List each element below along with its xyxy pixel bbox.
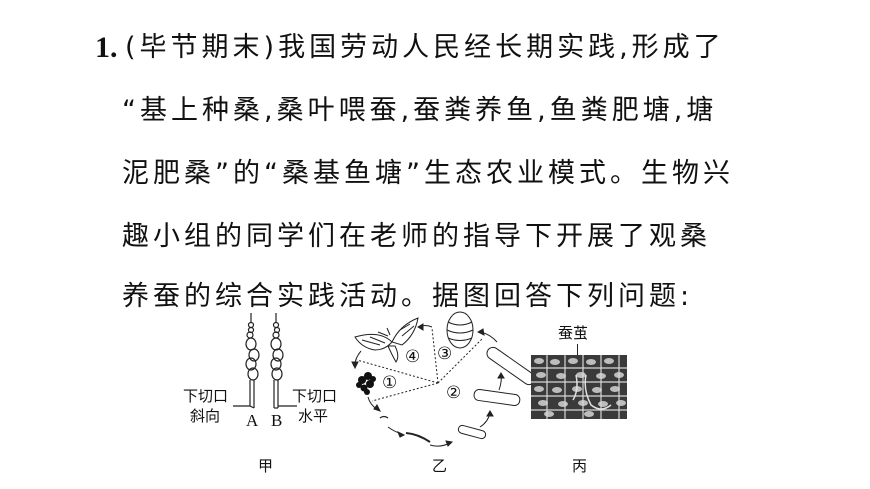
figure-jia-caption: 甲 [258, 457, 274, 475]
question-line-3: 泥肥桑”的“桑基鱼塘”生态农业模式。生物兴 [122, 158, 734, 189]
figure-bing: 蚕茧 丙 [520, 315, 640, 485]
label-cocoon: 蚕茧 [558, 324, 589, 342]
label-cut-horizontal-line1: 下切口 [292, 387, 338, 405]
figure-yi-caption: 乙 [432, 457, 448, 475]
label-cut-horizontal-line2: 水平 [298, 407, 329, 425]
label-cut-slanted-line2: 斜向 [190, 407, 221, 425]
label-pointer-line [577, 344, 578, 355]
label-cut-slanted-line1: 下切口 [183, 387, 229, 405]
question-line-4: 趣小组的同学们在老师的指导下开展了观桑 [122, 221, 711, 252]
mulberry-cuttings-illustration [233, 313, 297, 409]
figure-yi: ① ② ③ ④ 乙 [340, 310, 540, 485]
stage-2-marker: ② [446, 383, 462, 403]
cocoon-grid-photo [531, 355, 627, 419]
stage-3-marker: ③ [437, 344, 453, 364]
question-line-5: 养蚕的综合实践活动。据图回答下列问题: [122, 281, 694, 312]
label-cutting-a: A [246, 411, 259, 430]
silkworm-life-cycle-illustration [351, 311, 536, 447]
stage-4-marker: ④ [405, 347, 421, 367]
stage-1-marker: ① [382, 373, 398, 393]
label-cutting-b: B [271, 411, 283, 430]
figure-jia: 下切口 斜向 下切口 水平 A B 甲 [170, 310, 360, 485]
question-number: 1. [95, 31, 118, 64]
question-line-2: “基上种桑,桑叶喂蚕,蚕粪养鱼,鱼粪肥塘,塘 [122, 95, 718, 126]
question-line-1: (毕节期末)我国劳动人民经长期实践,形成了 [125, 32, 725, 63]
figure-bing-caption: 丙 [572, 457, 588, 475]
